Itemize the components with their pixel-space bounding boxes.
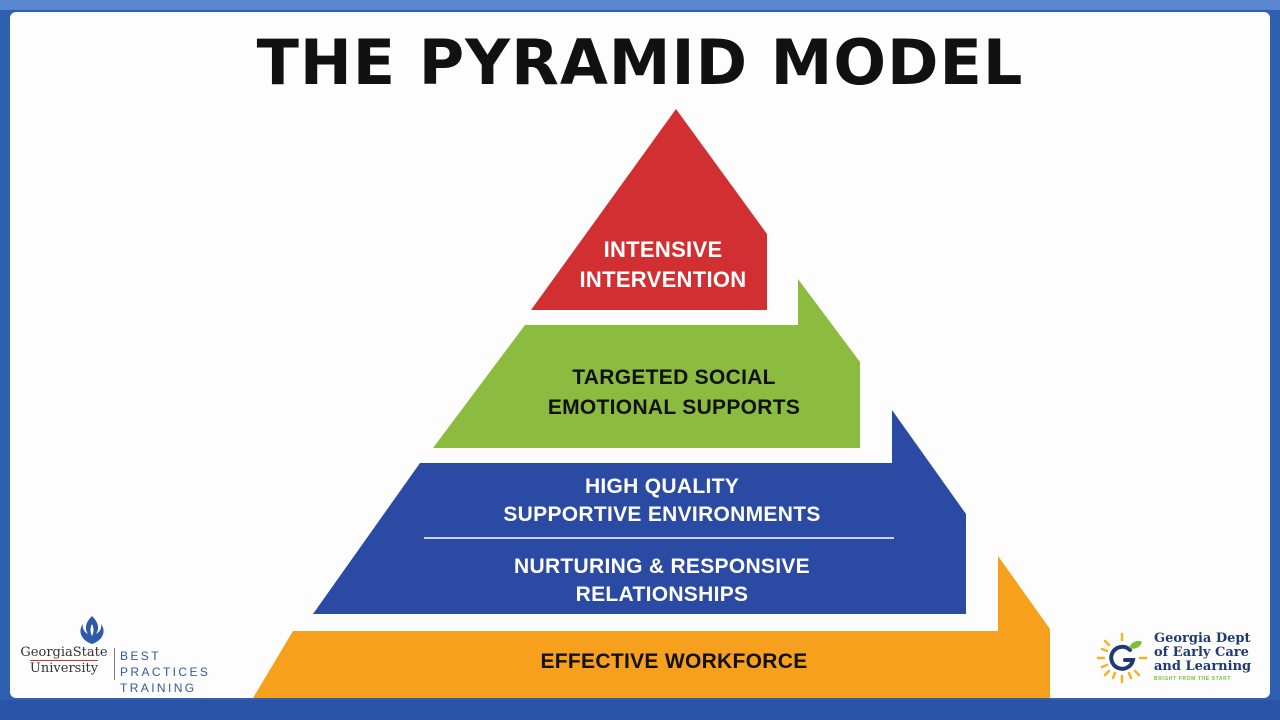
tier-relationships-label-1: NURTURING & RESPONSIVE bbox=[514, 555, 810, 578]
gsu-name-line2: University bbox=[29, 660, 99, 676]
tier-targeted-label-1: TARGETED SOCIAL bbox=[572, 366, 776, 389]
window-top-bar bbox=[0, 0, 1280, 10]
decal-logo: Georgia Dept of Early Care and Learning … bbox=[1096, 628, 1266, 692]
gsu-training: BEST PRACTICES TRAINING bbox=[120, 648, 256, 696]
tier-workforce-label: EFFECTIVE WORKFORCE bbox=[540, 650, 807, 673]
tier-intensive-label-2: INTERVENTION bbox=[580, 267, 747, 292]
tier-targeted-label-2: EMOTIONAL SUPPORTS bbox=[548, 396, 800, 419]
tier-intensive-label-1: INTENSIVE bbox=[604, 237, 723, 262]
slide-canvas: THE PYRAMID MODEL INTENSIVE INTERVENTION… bbox=[10, 12, 1270, 698]
tier-intensive-intervention bbox=[531, 109, 767, 310]
tier-environments-label-1: HIGH QUALITY bbox=[585, 475, 739, 498]
gsu-name-line1: GeorgiaState bbox=[20, 645, 108, 660]
decal-name: Georgia Dept of Early Care and Learning bbox=[1154, 632, 1266, 674]
decal-name-line2: of Early Care bbox=[1154, 645, 1249, 660]
sun-leaf-icon bbox=[1096, 632, 1148, 684]
decal-name-line1: Georgia Dept bbox=[1154, 631, 1251, 646]
gsu-training-line1: BEST PRACTICES bbox=[120, 649, 211, 679]
decal-name-line3: and Learning bbox=[1154, 659, 1252, 674]
tier-effective-workforce bbox=[253, 556, 1050, 698]
tier-targeted-supports bbox=[433, 279, 860, 448]
window-bottom-bar bbox=[0, 700, 1280, 720]
gsu-divider bbox=[114, 648, 115, 680]
decal-tagline: BRIGHT FROM THE START bbox=[1154, 676, 1231, 682]
pyramid-diagram: INTENSIVE INTERVENTION TARGETED SOCIAL E… bbox=[253, 109, 1050, 698]
gsu-logo: GeorgiaState University BEST PRACTICES T… bbox=[16, 612, 256, 695]
flame-icon bbox=[80, 616, 104, 644]
tier-relationships-label-2: RELATIONSHIPS bbox=[576, 583, 749, 606]
gsu-name: GeorgiaState University bbox=[18, 646, 110, 676]
slide-title: THE PYRAMID MODEL bbox=[256, 26, 1024, 99]
gsu-training-line2: TRAINING bbox=[120, 681, 197, 695]
tier-universal bbox=[313, 410, 966, 614]
tier-environments-label-2: SUPPORTIVE ENVIRONMENTS bbox=[503, 503, 820, 526]
